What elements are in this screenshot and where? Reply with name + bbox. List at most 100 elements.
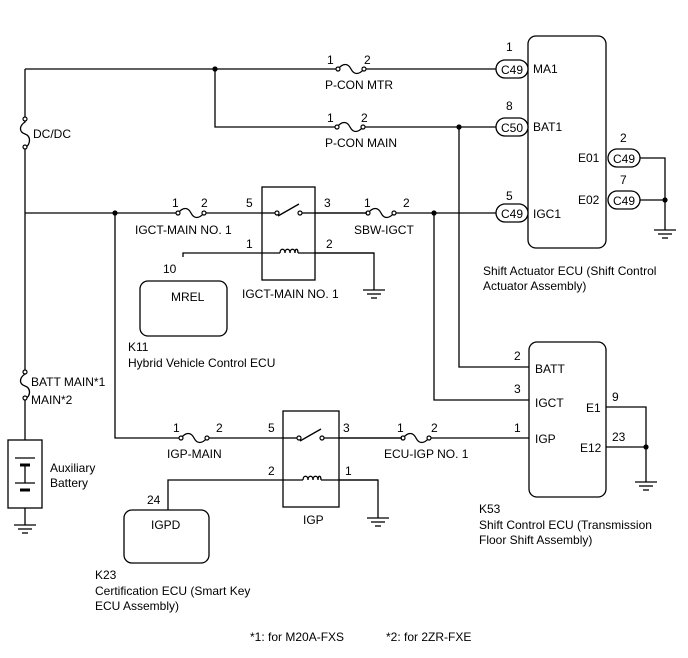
ecu-code-k23: K23 xyxy=(95,568,117,582)
pin-number: 2 xyxy=(361,111,368,125)
terminal-mrel: MREL xyxy=(171,290,205,304)
hybrid-ecu-box xyxy=(139,280,228,337)
pin-number: 2 xyxy=(431,421,438,435)
pin-number: 1 xyxy=(327,53,334,67)
battery-label-line2: Battery xyxy=(50,476,88,490)
relay-igct-main xyxy=(261,186,316,281)
connector-c49-e02: C49 xyxy=(607,190,641,210)
connector-label: C49 xyxy=(613,152,635,166)
fuse-sbw-igct xyxy=(365,207,397,219)
pin-number: 5 xyxy=(268,421,275,435)
pin-number: 2 xyxy=(514,349,521,363)
fuse-label-igct-main: IGCT-MAIN NO. 1 xyxy=(135,223,232,237)
ecu-name-certification-1: Certification ECU (Smart Key xyxy=(95,584,250,598)
ecu-code-k11: K11 xyxy=(128,340,149,354)
footnote-1: *1: for M20A-FXS xyxy=(250,630,344,644)
pin-number: 2 xyxy=(403,196,410,210)
terminal-igpd: IGPD xyxy=(151,518,181,532)
pin-number: 24 xyxy=(147,493,161,507)
terminal-igc1: IGC1 xyxy=(533,207,561,221)
connector-c49-e01: C49 xyxy=(607,148,641,168)
footnote-2: *2: for 2ZR-FXE xyxy=(386,630,471,644)
connector-c50-bat1: C50 xyxy=(495,117,529,137)
pin-number: 1 xyxy=(364,196,371,210)
fuse-label-igp-main: IGP-MAIN xyxy=(167,447,222,461)
ecu-code-k53: K53 xyxy=(479,502,501,516)
ecu-name-hybrid: Hybrid Vehicle Control ECU xyxy=(128,356,275,370)
ecu-name-shift-actuator-2: Actuator Assembly) xyxy=(483,279,586,293)
connector-label: C50 xyxy=(501,121,523,135)
connector-c49-igc1: C49 xyxy=(495,203,529,223)
pin-number: 2 xyxy=(326,237,333,251)
terminal-e02: E02 xyxy=(578,193,600,207)
ground-icon xyxy=(367,517,389,527)
pin-number: 1 xyxy=(246,237,253,251)
fuse-pcon-main xyxy=(334,121,366,133)
terminal-igp: IGP xyxy=(535,432,556,446)
terminal-igct: IGCT xyxy=(535,396,564,410)
pin-number: 1 xyxy=(172,196,179,210)
fuse-label-sbw-igct: SBW-IGCT xyxy=(354,223,414,237)
pin-number: 2 xyxy=(364,53,371,67)
ground-icon xyxy=(635,481,657,491)
connector-c49-ma1: C49 xyxy=(495,59,529,79)
fuse-label-dcdc: DC/DC xyxy=(33,127,71,141)
ecu-name-shift-control-2: Floor Shift Assembly) xyxy=(479,533,592,547)
connector-label: C49 xyxy=(501,63,523,77)
battery-label-line1: Auxiliary xyxy=(50,461,95,475)
pin-number: 3 xyxy=(343,421,350,435)
pin-number: 1 xyxy=(327,111,334,125)
pin-number: 2 xyxy=(201,196,208,210)
ground-icon xyxy=(654,229,676,239)
relay-label-igp: IGP xyxy=(303,513,324,527)
pin-number: 2 xyxy=(268,464,275,478)
pin-number: 5 xyxy=(246,196,253,210)
relay-label-igct-main: IGCT-MAIN NO. 1 xyxy=(242,287,339,301)
ground-icon xyxy=(14,524,36,534)
pin-number: 1 xyxy=(397,421,404,435)
pin-number: 2 xyxy=(620,131,627,145)
terminal-e01: E01 xyxy=(578,151,600,165)
pin-number: 9 xyxy=(612,390,619,404)
auxiliary-battery-symbol xyxy=(7,439,43,509)
pin-number: 10 xyxy=(163,262,177,276)
pin-number: 3 xyxy=(324,196,331,210)
pin-number: 23 xyxy=(612,430,626,444)
connector-label: C49 xyxy=(613,194,635,208)
ground-icon xyxy=(363,289,385,299)
ecu-name-shift-actuator-1: Shift Actuator ECU (Shift Control xyxy=(483,264,656,278)
terminal-bat1: BAT1 xyxy=(533,120,562,134)
pin-number: 8 xyxy=(506,99,513,113)
terminal-e1: E1 xyxy=(586,401,601,415)
fuse-label-ecu-igp: ECU-IGP NO. 1 xyxy=(384,447,469,461)
ecu-name-shift-control-1: Shift Control ECU (Transmission xyxy=(479,518,652,532)
relay-igp xyxy=(282,410,340,508)
pin-number: 1 xyxy=(506,40,513,54)
junction-dots xyxy=(112,66,668,450)
pin-numbers: 1 2 1 1 2 8 2 7 5 1 2 5 3 1 2 1 2 10 2 3… xyxy=(147,40,627,507)
fuse-dcdc xyxy=(19,116,31,150)
fuse-pcon-mtr xyxy=(335,63,367,75)
pin-number: 5 xyxy=(506,189,513,203)
pin-number: 1 xyxy=(345,464,352,478)
fuse-label-pcon-main: P-CON MAIN xyxy=(325,136,397,150)
pin-number: 7 xyxy=(620,173,627,187)
pin-number: 2 xyxy=(216,421,223,435)
certification-ecu-box xyxy=(123,509,210,564)
fuse-label-pcon-mtr: P-CON MTR xyxy=(325,78,393,92)
shift-actuator-ecu-box xyxy=(527,35,607,249)
pin-number: 1 xyxy=(514,421,521,435)
ecu-name-certification-2: ECU Assembly) xyxy=(95,599,179,613)
fuse-ecu-igp xyxy=(400,432,432,444)
fuse-igct-main xyxy=(175,207,207,219)
fuse-label-main: MAIN*2 xyxy=(31,393,73,407)
shift-control-ecu-box xyxy=(528,341,607,498)
terminal-e12: E12 xyxy=(580,441,602,455)
terminal-batt: BATT xyxy=(535,362,565,376)
fuse-batt-main xyxy=(19,369,31,401)
fuse-label-batt-main: BATT MAIN*1 xyxy=(31,375,106,389)
pin-number: 1 xyxy=(173,421,180,435)
fuse-igp-main xyxy=(178,432,210,444)
terminal-ma1: MA1 xyxy=(533,62,558,76)
